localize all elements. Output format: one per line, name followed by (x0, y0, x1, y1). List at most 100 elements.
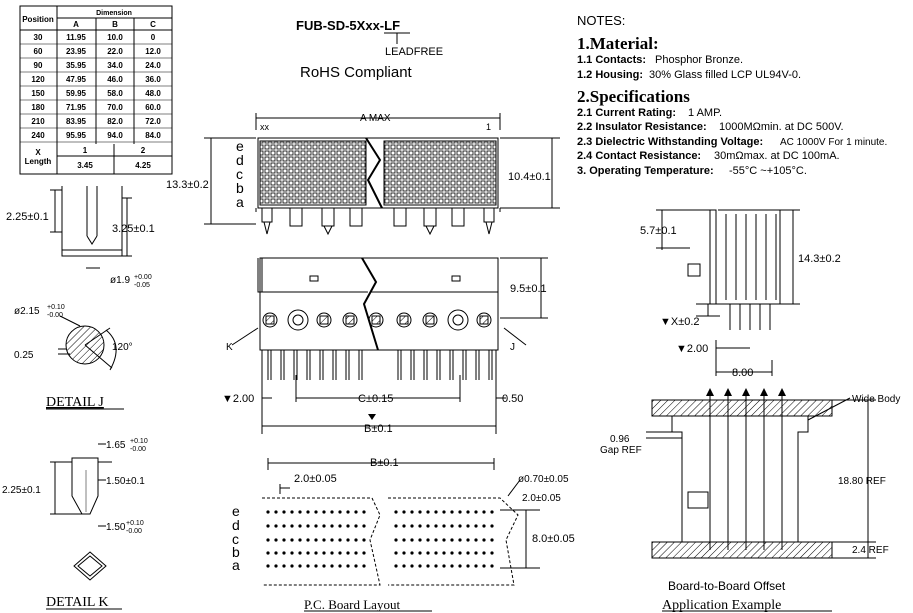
pcb-hole (282, 538, 286, 542)
dim-3-25: 3.25±0.1 (112, 223, 155, 235)
pcb-hole (306, 510, 310, 514)
pcb-hole (290, 551, 294, 555)
table-cell: 60.0 (145, 103, 161, 112)
square-pad-ring (342, 312, 358, 328)
pcb-hole (482, 524, 486, 528)
table-x-label: X (35, 148, 41, 157)
pcb-hole (434, 524, 438, 528)
table-cell: 90 (34, 61, 43, 70)
pcb-hole (482, 564, 486, 568)
pcb-hole (474, 551, 478, 555)
pcb-hole (426, 538, 430, 542)
leadfree-callout (384, 32, 410, 44)
pcb-hole (458, 564, 462, 568)
pcb-hole (346, 551, 350, 555)
pcb-hole (322, 564, 326, 568)
pcb-hole (466, 538, 470, 542)
note-1-2-label: 1.2 Housing: (577, 69, 643, 81)
pcb-hole (458, 551, 462, 555)
pcb-title: P.C. Board Layout (304, 597, 400, 612)
pcb-hole (410, 564, 414, 568)
pcb-hole (402, 564, 406, 568)
pcb-dim-2-0b: 2.0±0.05 (522, 493, 561, 504)
note-3-label: 3. Operating Temperature: (577, 165, 714, 177)
pcb-row-e: e (232, 503, 240, 519)
pcb-hole (474, 510, 478, 514)
table-cell: 47.95 (66, 75, 87, 84)
pcb-hole (362, 510, 366, 514)
datum-marker (368, 414, 376, 420)
dim-1-50b: 1.50 (106, 522, 126, 533)
pcb-layout (262, 458, 540, 586)
table-len-2: 4.25 (135, 161, 151, 170)
pcb-hole (322, 538, 326, 542)
square-pad-ring (368, 312, 384, 328)
side-dim-x: ▼X±0.2 (660, 316, 700, 328)
pcb-hole (346, 524, 350, 528)
pcb-hole (322, 524, 326, 528)
pcb-hole (290, 524, 294, 528)
pcb-hole (442, 551, 446, 555)
pcb-hole (354, 510, 358, 514)
pcb-hole (482, 538, 486, 542)
pcb-hole (346, 564, 350, 568)
table-cell: 71.95 (66, 103, 87, 112)
table-cell: 36.0 (145, 75, 161, 84)
dim-1-50b-tol-up: +0.10 (126, 520, 144, 527)
pcb-hole (298, 564, 302, 568)
app-title: Application Example (662, 598, 781, 613)
pcb-hole (338, 510, 342, 514)
table-cell: 23.95 (66, 47, 87, 56)
pcb-hole (394, 524, 398, 528)
pcb-hole (490, 538, 494, 542)
pcb-hole (266, 538, 270, 542)
pcb-hole (418, 524, 422, 528)
square-pad-ring (396, 312, 412, 328)
pcb-hole (306, 538, 310, 542)
pcb-hole (282, 524, 286, 528)
label-j: J (510, 342, 515, 353)
pcb-hole (490, 510, 494, 514)
pcb-hole (330, 551, 334, 555)
pcb-hole (290, 510, 294, 514)
table-length-label: Length (25, 157, 52, 166)
square-pad-ring (262, 312, 278, 328)
round-pad (447, 309, 469, 331)
pcb-hole (266, 510, 270, 514)
dim-1-9-tol-up: +0.00 (134, 274, 152, 281)
pcb-hole (338, 538, 342, 542)
spec-title: 2.Specifications (577, 87, 690, 106)
dim-120: 120° (112, 342, 133, 353)
note-2-1-label: 2.1 Current Rating: (577, 107, 676, 119)
pcb-hole (418, 551, 422, 555)
pcb-hole (266, 564, 270, 568)
pcb-hole (402, 538, 406, 542)
pcb-hole (474, 524, 478, 528)
note-2-3-label: 2.3 Dielectric Withstanding Voltage: (577, 136, 763, 148)
row-c: c (236, 166, 243, 182)
pcb-hole (306, 551, 310, 555)
side-dim-8-00: 8.00 (732, 367, 753, 379)
pcb-hole (402, 551, 406, 555)
note-2-2-value: 1000MΩmin. at DC 500V. (719, 121, 844, 133)
pcb-hole (298, 524, 302, 528)
table-cell: 24.0 (145, 61, 161, 70)
material-title: 1.Material: (577, 34, 659, 53)
pcb-hole (418, 564, 422, 568)
table-cell: 60 (34, 47, 43, 56)
pcb-hole (410, 524, 414, 528)
table-cell: 10.0 (107, 33, 123, 42)
table-cell: 180 (31, 103, 45, 112)
pcb-hole (362, 564, 366, 568)
table-cell: 72.0 (145, 117, 161, 126)
pcb-hole (362, 551, 366, 555)
round-pad-inner (452, 314, 464, 326)
pcb-hole (290, 564, 294, 568)
dim-13-3: 13.3±0.2 (166, 179, 209, 191)
pcb-row-a: a (232, 557, 240, 573)
leadfree-label: LEADFREE (385, 46, 443, 58)
detail-j-title: DETAIL J (46, 395, 104, 410)
pcb-hole (418, 510, 422, 514)
app-gap-ref: Gap REF (600, 445, 642, 456)
note-2-3-value: AC 1000V For 1 minute. (780, 137, 887, 148)
